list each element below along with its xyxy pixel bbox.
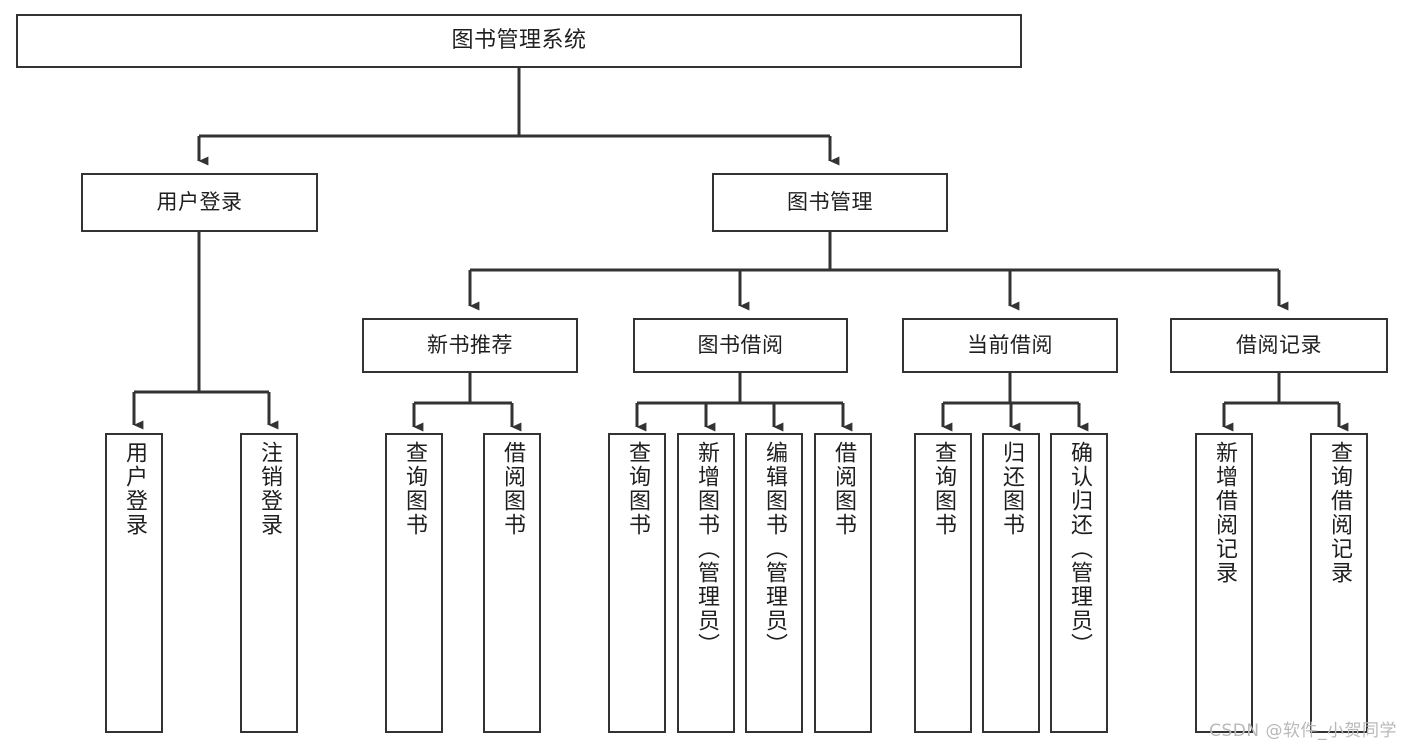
node-borrow-record[interactable]: 借阅记录	[1170, 318, 1388, 373]
node-root-label: 图书管理系统	[451, 28, 587, 54]
node-leaf-add-book-label: 新增图书（管理员）	[694, 441, 719, 657]
node-leaf-add-record[interactable]: 新增借阅记录	[1195, 433, 1253, 733]
node-new-book-recommend[interactable]: 新书推荐	[362, 318, 578, 373]
csdn-watermark: CSDN @软件_小贺同学	[1209, 721, 1397, 741]
node-user-login-label: 用户登录	[156, 190, 243, 215]
node-borrow-record-label: 借阅记录	[1236, 333, 1322, 358]
node-user-login[interactable]: 用户登录	[81, 173, 318, 232]
node-leaf-confirm-return-label: 确认归还（管理员）	[1067, 441, 1092, 657]
node-book-borrow-label: 图书借阅	[697, 333, 784, 358]
node-leaf-return-book-label: 归还图书	[999, 441, 1024, 537]
node-current-borrow-label: 当前借阅	[967, 333, 1053, 358]
node-book-management-label: 图书管理	[787, 190, 873, 215]
node-book-borrow[interactable]: 图书借阅	[633, 318, 848, 373]
node-book-management[interactable]: 图书管理	[712, 173, 948, 232]
node-leaf-borrow-book-2[interactable]: 借阅图书	[814, 433, 872, 733]
node-leaf-borrow-book-1-label: 借阅图书	[500, 441, 525, 537]
node-leaf-add-record-label: 新增借阅记录	[1212, 441, 1237, 585]
node-leaf-query-book-3[interactable]: 查询图书	[914, 433, 972, 733]
node-leaf-edit-book[interactable]: 编辑图书（管理员）	[745, 433, 803, 733]
node-leaf-query-book-1-label: 查询图书	[402, 441, 427, 537]
node-leaf-borrow-book-2-label: 借阅图书	[831, 441, 856, 537]
node-leaf-query-book-2[interactable]: 查询图书	[608, 433, 666, 733]
node-root[interactable]: 图书管理系统	[16, 14, 1022, 68]
node-leaf-query-record[interactable]: 查询借阅记录	[1310, 433, 1368, 733]
node-leaf-confirm-return[interactable]: 确认归还（管理员）	[1050, 433, 1108, 733]
node-leaf-borrow-book-1[interactable]: 借阅图书	[483, 433, 541, 733]
node-leaf-query-book-2-label: 查询图书	[625, 441, 650, 537]
node-leaf-logout-login[interactable]: 注销登录	[240, 433, 298, 733]
node-current-borrow[interactable]: 当前借阅	[902, 318, 1118, 373]
node-leaf-add-book[interactable]: 新增图书（管理员）	[677, 433, 735, 733]
node-leaf-query-record-label: 查询借阅记录	[1327, 441, 1352, 585]
node-leaf-logout-login-label: 注销登录	[257, 441, 282, 537]
node-leaf-user-login[interactable]: 用户登录	[105, 433, 163, 733]
node-leaf-query-book-3-label: 查询图书	[931, 441, 956, 537]
node-leaf-query-book-1[interactable]: 查询图书	[385, 433, 443, 733]
node-new-book-recommend-label: 新书推荐	[427, 333, 513, 358]
node-leaf-user-login-label: 用户登录	[122, 441, 147, 537]
node-leaf-edit-book-label: 编辑图书（管理员）	[762, 441, 787, 657]
node-leaf-return-book[interactable]: 归还图书	[982, 433, 1040, 733]
